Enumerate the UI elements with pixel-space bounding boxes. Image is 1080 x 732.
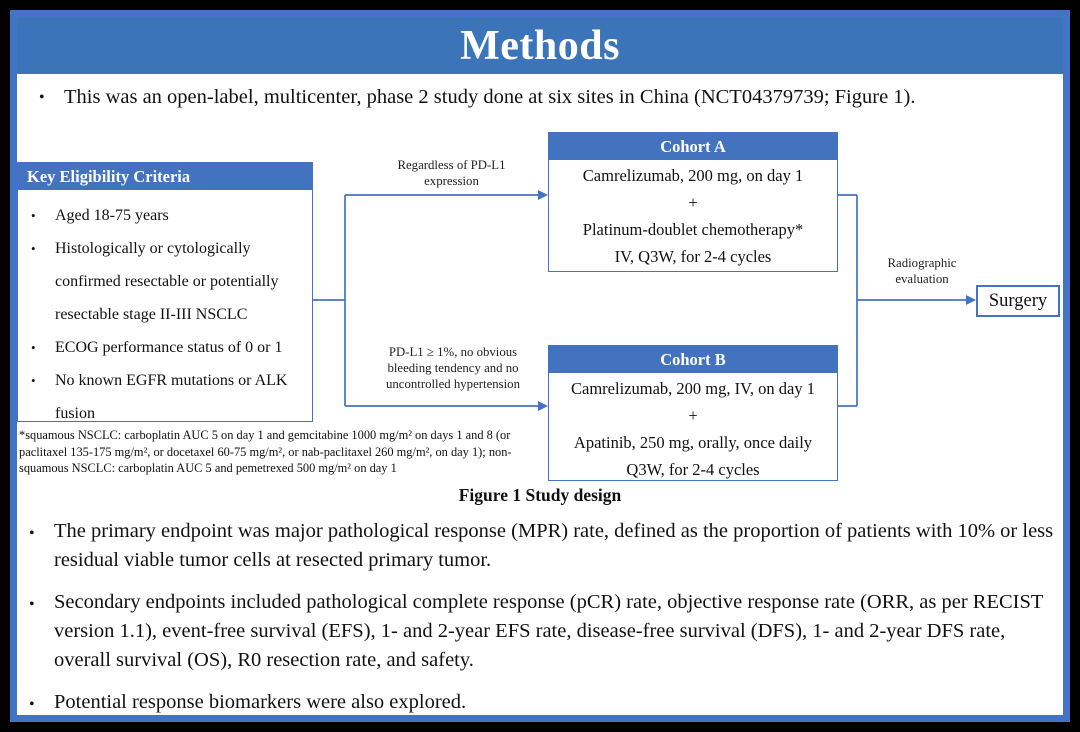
chemotherapy-footnote: *squamous NSCLC: carboplatin AUC 5 on da… (19, 428, 512, 475)
cohort-b-header: Cohort B (549, 346, 837, 373)
cohort-a-box: Cohort A Camrelizumab, 200 mg, on day 1 … (548, 132, 838, 272)
list-item: • The primary endpoint was major patholo… (29, 520, 1054, 571)
cohort-b-regimen: Camrelizumab, 200 mg, IV, on day 1 + Apa… (571, 379, 815, 479)
bullet-marker: • (29, 525, 35, 542)
bullet-marker: • (29, 596, 35, 613)
eligibility-criteria-list: •Aged 18-75 years •Histologically or cyt… (18, 190, 312, 430)
intro-bullet: • This was an open-label, multicenter, p… (31, 83, 1051, 111)
list-item: •Aged 18-75 years (18, 199, 308, 232)
endpoint-bullets: • The primary endpoint was major patholo… (21, 517, 1057, 730)
arrowhead-cohort-b (538, 401, 548, 411)
branch-label-cohort-a: Regardless of PD-L1 expression (397, 158, 506, 188)
bullet-marker: • (29, 696, 35, 713)
arrowhead-surgery (966, 295, 976, 305)
eligibility-criteria-box: Key Eligibility Criteria •Aged 18-75 yea… (17, 162, 313, 422)
list-item: •No known EGFR mutations or ALK fusion (18, 364, 308, 430)
bullet-marker: • (31, 373, 36, 388)
cohort-a-regimen: Camrelizumab, 200 mg, on day 1 + Platinu… (582, 166, 804, 266)
list-item: •ECOG performance status of 0 or 1 (18, 331, 308, 364)
bullet-marker: • (31, 208, 36, 223)
arrowhead-cohort-a (538, 190, 548, 200)
cohort-a-header: Cohort A (549, 133, 837, 160)
slide-title-bar: Methods (17, 17, 1063, 74)
eligibility-criteria-header: Key Eligibility Criteria (18, 163, 312, 190)
branch-label-cohort-b: PD-L1 ≥ 1%, no obvious bleeding tendency… (386, 345, 520, 391)
figure-caption: Figure 1 Study design (458, 485, 622, 505)
radiographic-evaluation-label: Radiographic evaluation (887, 256, 957, 286)
cohort-b-box: Cohort B Camrelizumab, 200 mg, IV, on da… (548, 345, 838, 481)
page-title: Methods (460, 22, 620, 69)
list-item: • Secondary endpoints included pathologi… (29, 591, 1044, 671)
bullet-marker: • (39, 89, 45, 106)
intro-bullet-text: This was an open-label, multicenter, pha… (64, 86, 916, 108)
list-item: •Histologically or cytologically confirm… (18, 232, 308, 331)
methods-slide: Methods • This was an open-label, multic… (10, 10, 1070, 722)
bullet-marker: • (31, 241, 36, 256)
list-item: • Potential response biomarkers were als… (21, 688, 1057, 717)
bullet-marker: • (31, 340, 36, 355)
surgery-box: Surgery (976, 285, 1060, 317)
